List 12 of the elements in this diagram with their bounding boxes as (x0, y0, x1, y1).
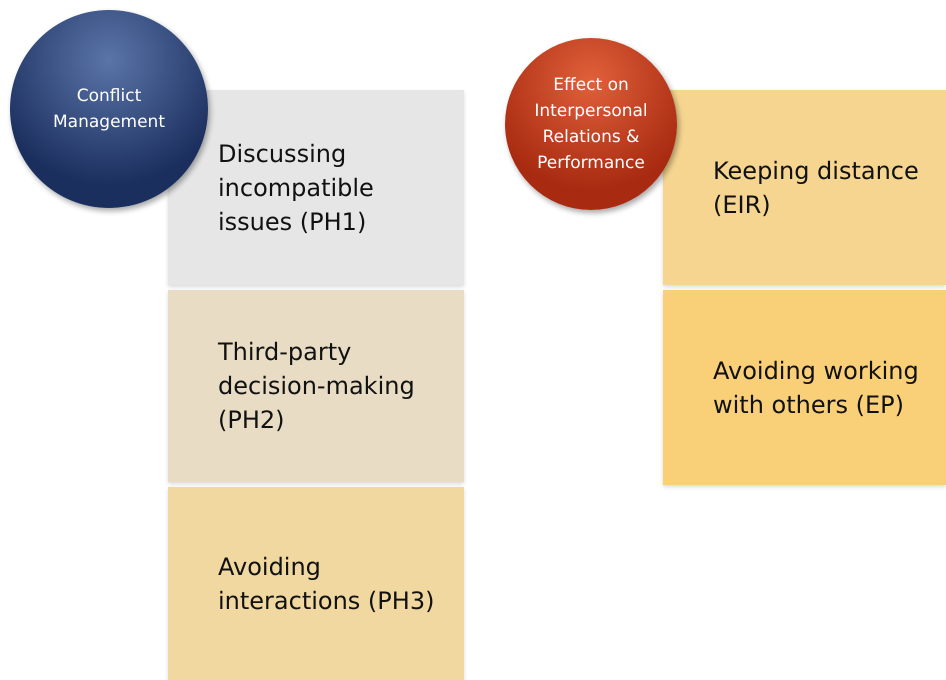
item-text: Avoiding interactions (PH3) (218, 552, 436, 616)
item-panel (168, 290, 464, 482)
item-panel (663, 90, 946, 285)
item-text: Keeping distance (EIR) (713, 156, 920, 220)
item-panel (168, 487, 464, 680)
item-panel (168, 90, 464, 285)
category-title: Effect on Interpersonal Relations & Performance (533, 74, 649, 175)
item-text: Third-party decision-making (PH2) (218, 337, 416, 436)
item-panel (663, 290, 946, 485)
item-text: Discussing incompatible issues (PH1) (218, 138, 375, 238)
category-title: Conflict Management (52, 85, 166, 134)
item-text: Avoiding working with others (EP) (713, 356, 920, 420)
